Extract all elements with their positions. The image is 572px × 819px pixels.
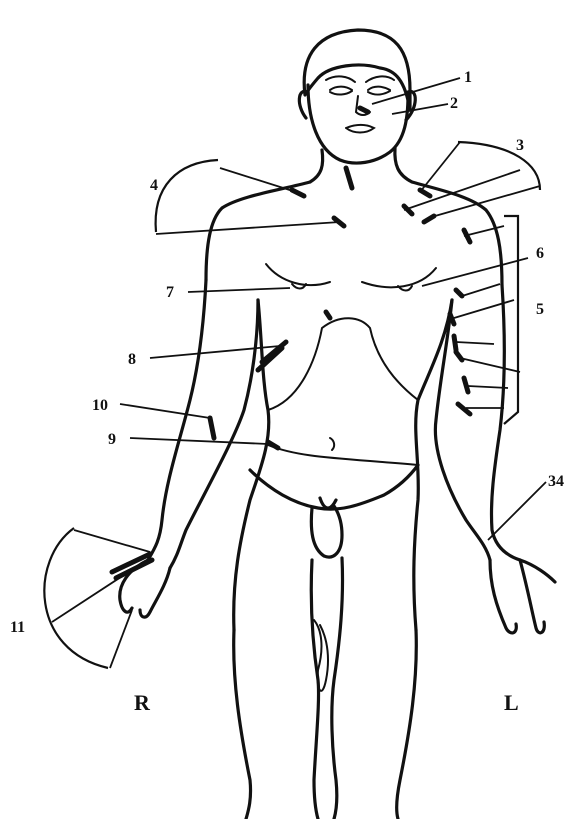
leader-10 [120, 404, 210, 418]
wound-5f [464, 378, 468, 392]
wound-7 [326, 312, 330, 318]
ribcage-line [268, 318, 418, 410]
leader-5b [462, 284, 500, 296]
label-6: 6 [536, 245, 544, 262]
label-7: 7 [166, 284, 174, 301]
leader-9 [130, 438, 268, 444]
wound-11 [112, 554, 152, 578]
left-eye [368, 87, 390, 95]
label-5: 5 [536, 301, 544, 318]
right-pec [266, 264, 330, 285]
neck-left [395, 148, 412, 182]
abdomen-line [268, 445, 418, 465]
right-shoulder [206, 182, 310, 280]
leader-5d [456, 342, 494, 344]
side-label-right: R [134, 690, 151, 715]
brackets [44, 142, 540, 668]
right-leg-outer [234, 630, 251, 819]
leader-11b [74, 530, 150, 552]
leader-11a [52, 558, 150, 622]
label-8: 8 [128, 351, 136, 368]
left-shoulder [412, 182, 502, 285]
right-hand [120, 560, 170, 617]
wound-5d [454, 336, 456, 350]
number-labels: 1 2 3 4 5 6 7 8 9 10 11 34 R L [10, 69, 564, 715]
left-hand [490, 560, 555, 633]
label-10: 10 [92, 397, 108, 414]
label-1: 1 [464, 69, 472, 86]
navel [330, 438, 334, 450]
label-11: 11 [10, 619, 25, 636]
label-4: 4 [150, 177, 158, 194]
side-label-left: L [504, 690, 519, 715]
wound-neck [346, 168, 352, 188]
bracket-11 [44, 528, 108, 668]
right-arm-outer [148, 280, 206, 560]
wound-1 [360, 108, 368, 112]
left-leg-inner [332, 558, 343, 819]
leader-2 [392, 104, 448, 114]
bracket-3 [458, 142, 540, 190]
label-2: 2 [450, 95, 458, 112]
leader-4b [156, 222, 340, 234]
wound-5b [456, 290, 462, 296]
right-eye [330, 87, 352, 95]
right-leg-inner [311, 560, 318, 819]
label-3: 3 [516, 137, 524, 154]
wound-10 [210, 418, 214, 438]
brows [326, 76, 394, 82]
mouth [346, 125, 374, 133]
wound-9 [268, 442, 278, 448]
bracket-4 [156, 160, 218, 232]
bracket-5 [504, 216, 518, 424]
body-outline [120, 30, 555, 819]
neck-right [310, 150, 323, 182]
leader-3a [420, 142, 460, 192]
label-34: 34 [548, 473, 564, 490]
label-9: 9 [108, 431, 116, 448]
left-leg-outer [397, 630, 417, 819]
leader-4a [220, 168, 296, 192]
leader-7 [188, 288, 290, 292]
wound-5g [458, 404, 470, 414]
leader-6 [422, 258, 528, 286]
leader-11c [110, 610, 132, 668]
leader-34 [488, 482, 546, 540]
leader-5e [460, 358, 520, 372]
